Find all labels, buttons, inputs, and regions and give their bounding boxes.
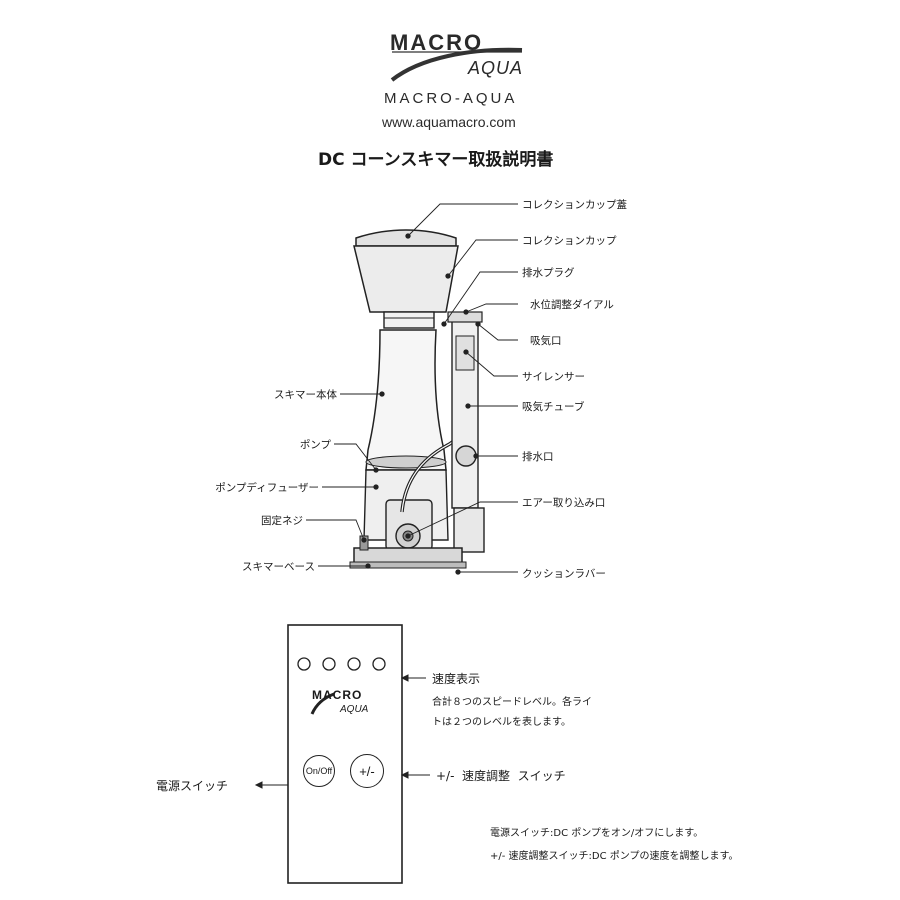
brand-name: MACRO-AQUA [384,90,518,107]
speed-led-3 [347,657,361,671]
label-silencer: サイレンサー [522,371,585,383]
logo-swoosh [390,47,523,82]
label-water-level-dial: 水位調整ダイアル [530,299,614,311]
onoff-button-label: On/Off [305,766,333,776]
power-switch-label: 電源スイッチ [156,779,229,793]
label-fixing-screw: 固定ネジ [261,515,303,527]
label-air-intake: エアー取り込み口 [522,497,606,509]
note-speed-switch: +/- 速度調整スイッチ:DC ポンプの速度を調整します。 [490,851,739,862]
speed-led-1 [297,657,311,671]
label-skimmer-base: スキマーベース [242,561,315,573]
label-collection-cup: コレクションカップ [522,235,617,247]
label-pump-diffuser: ポンプディフューザー [215,482,319,494]
label-pump: ポンプ [299,439,331,451]
speed-display-desc-1: 合計８つのスピードレベル。各ライ [432,697,592,708]
label-collection-cup-lid: コレクションカップ蓋 [522,199,627,211]
collection-cup-lid-shape [355,229,457,247]
fixing-screw-shape [359,535,369,551]
label-cushion-rubber: クッションラバー [522,568,606,580]
label-air-tube: 吸気チューブ [522,401,585,413]
skimmer-body-water-line [365,455,447,469]
controller-logo-macro: MACRO [312,688,363,702]
logo-aqua-text: AQUA [468,58,524,78]
note-power-switch: 電源スイッチ:DC ポンプをオン/オフにします。 [490,828,704,839]
speed-led-2 [322,657,336,671]
label-drain-outlet: 排水口 [522,451,554,463]
speed-adjust-button[interactable]: +/- [350,754,384,788]
speed-switch-label: +/- 速度調整 スイッチ [436,769,566,783]
collection-cup-neck [383,311,435,329]
speed-display-desc-2: トは２つのレベルを表します。 [432,717,571,728]
label-drain-plug: 排水プラグ [522,267,575,279]
collection-cup-shape [353,245,459,313]
speed-adjust-button-label: +/- [359,763,375,779]
label-skimmer-body: スキマー本体 [274,389,337,401]
air-intake-shape [453,507,485,553]
controller-logo-aqua: AQUA [340,704,369,715]
website-url: www.aquamacro.com [382,114,516,130]
controller-logo-swoosh [310,692,335,715]
onoff-button[interactable]: On/Off [303,755,335,787]
skimmer-body-shape [365,329,447,471]
drain-outlet-shape [455,445,477,467]
document-title: DC コーンスキマー取扱説明書 [318,150,554,170]
speed-led-4 [372,657,386,671]
label-air-inlet: 吸気口 [530,335,562,347]
speed-display-label: 速度表示 [432,672,481,686]
